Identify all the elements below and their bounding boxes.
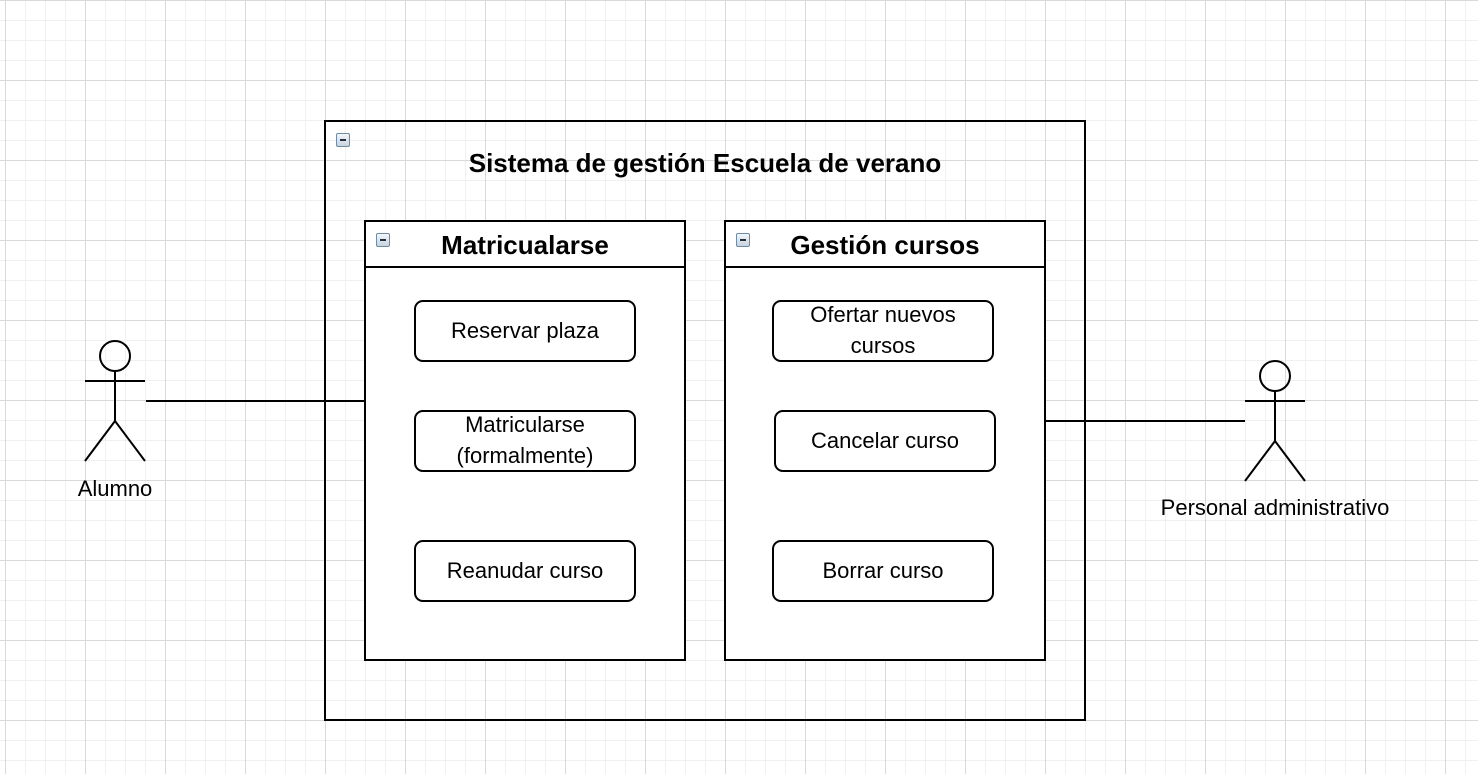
- collapse-icon[interactable]: [736, 233, 750, 247]
- use-case-reanudar-curso[interactable]: Reanudar curso: [414, 540, 636, 602]
- use-case-label: Borrar curso: [822, 557, 944, 583]
- package-title: Gestión cursos: [790, 230, 980, 260]
- use-case-label: Reservar plaza: [451, 317, 599, 343]
- package-title: Matricualarse: [441, 230, 609, 260]
- use-case-matricularse[interactable]: Matricularse (formalmente): [414, 410, 636, 472]
- package-header: Gestión cursos: [726, 222, 1044, 268]
- system-boundary[interactable]: Sistema de gestión Escuela de verano: [324, 120, 1086, 721]
- actor-alumno-label[interactable]: Alumno: [77, 476, 153, 501]
- use-case-label: Ofertar nuevos cursos: [810, 302, 956, 358]
- use-case-cancelar-curso[interactable]: Cancelar curso: [774, 410, 996, 472]
- actor-personal-figure: [1244, 360, 1306, 482]
- actor-alumno-figure: [84, 340, 146, 462]
- collapse-icon[interactable]: [376, 233, 390, 247]
- collapse-icon[interactable]: [336, 133, 350, 147]
- use-case-borrar-curso[interactable]: Borrar curso: [772, 540, 994, 602]
- package-header: Matricualarse: [366, 222, 684, 268]
- use-case-reservar-plaza[interactable]: Reservar plaza: [414, 300, 636, 362]
- use-case-label: Matricularse (formalmente): [456, 412, 594, 468]
- use-case-label: Reanudar curso: [446, 557, 604, 583]
- use-case-label: Cancelar curso: [811, 427, 959, 453]
- system-title: Sistema de gestión Escuela de verano: [468, 148, 942, 178]
- actor-personal-label[interactable]: Personal administrativo: [1160, 495, 1390, 520]
- use-case-ofertar-cursos[interactable]: Ofertar nuevos cursos: [772, 300, 994, 362]
